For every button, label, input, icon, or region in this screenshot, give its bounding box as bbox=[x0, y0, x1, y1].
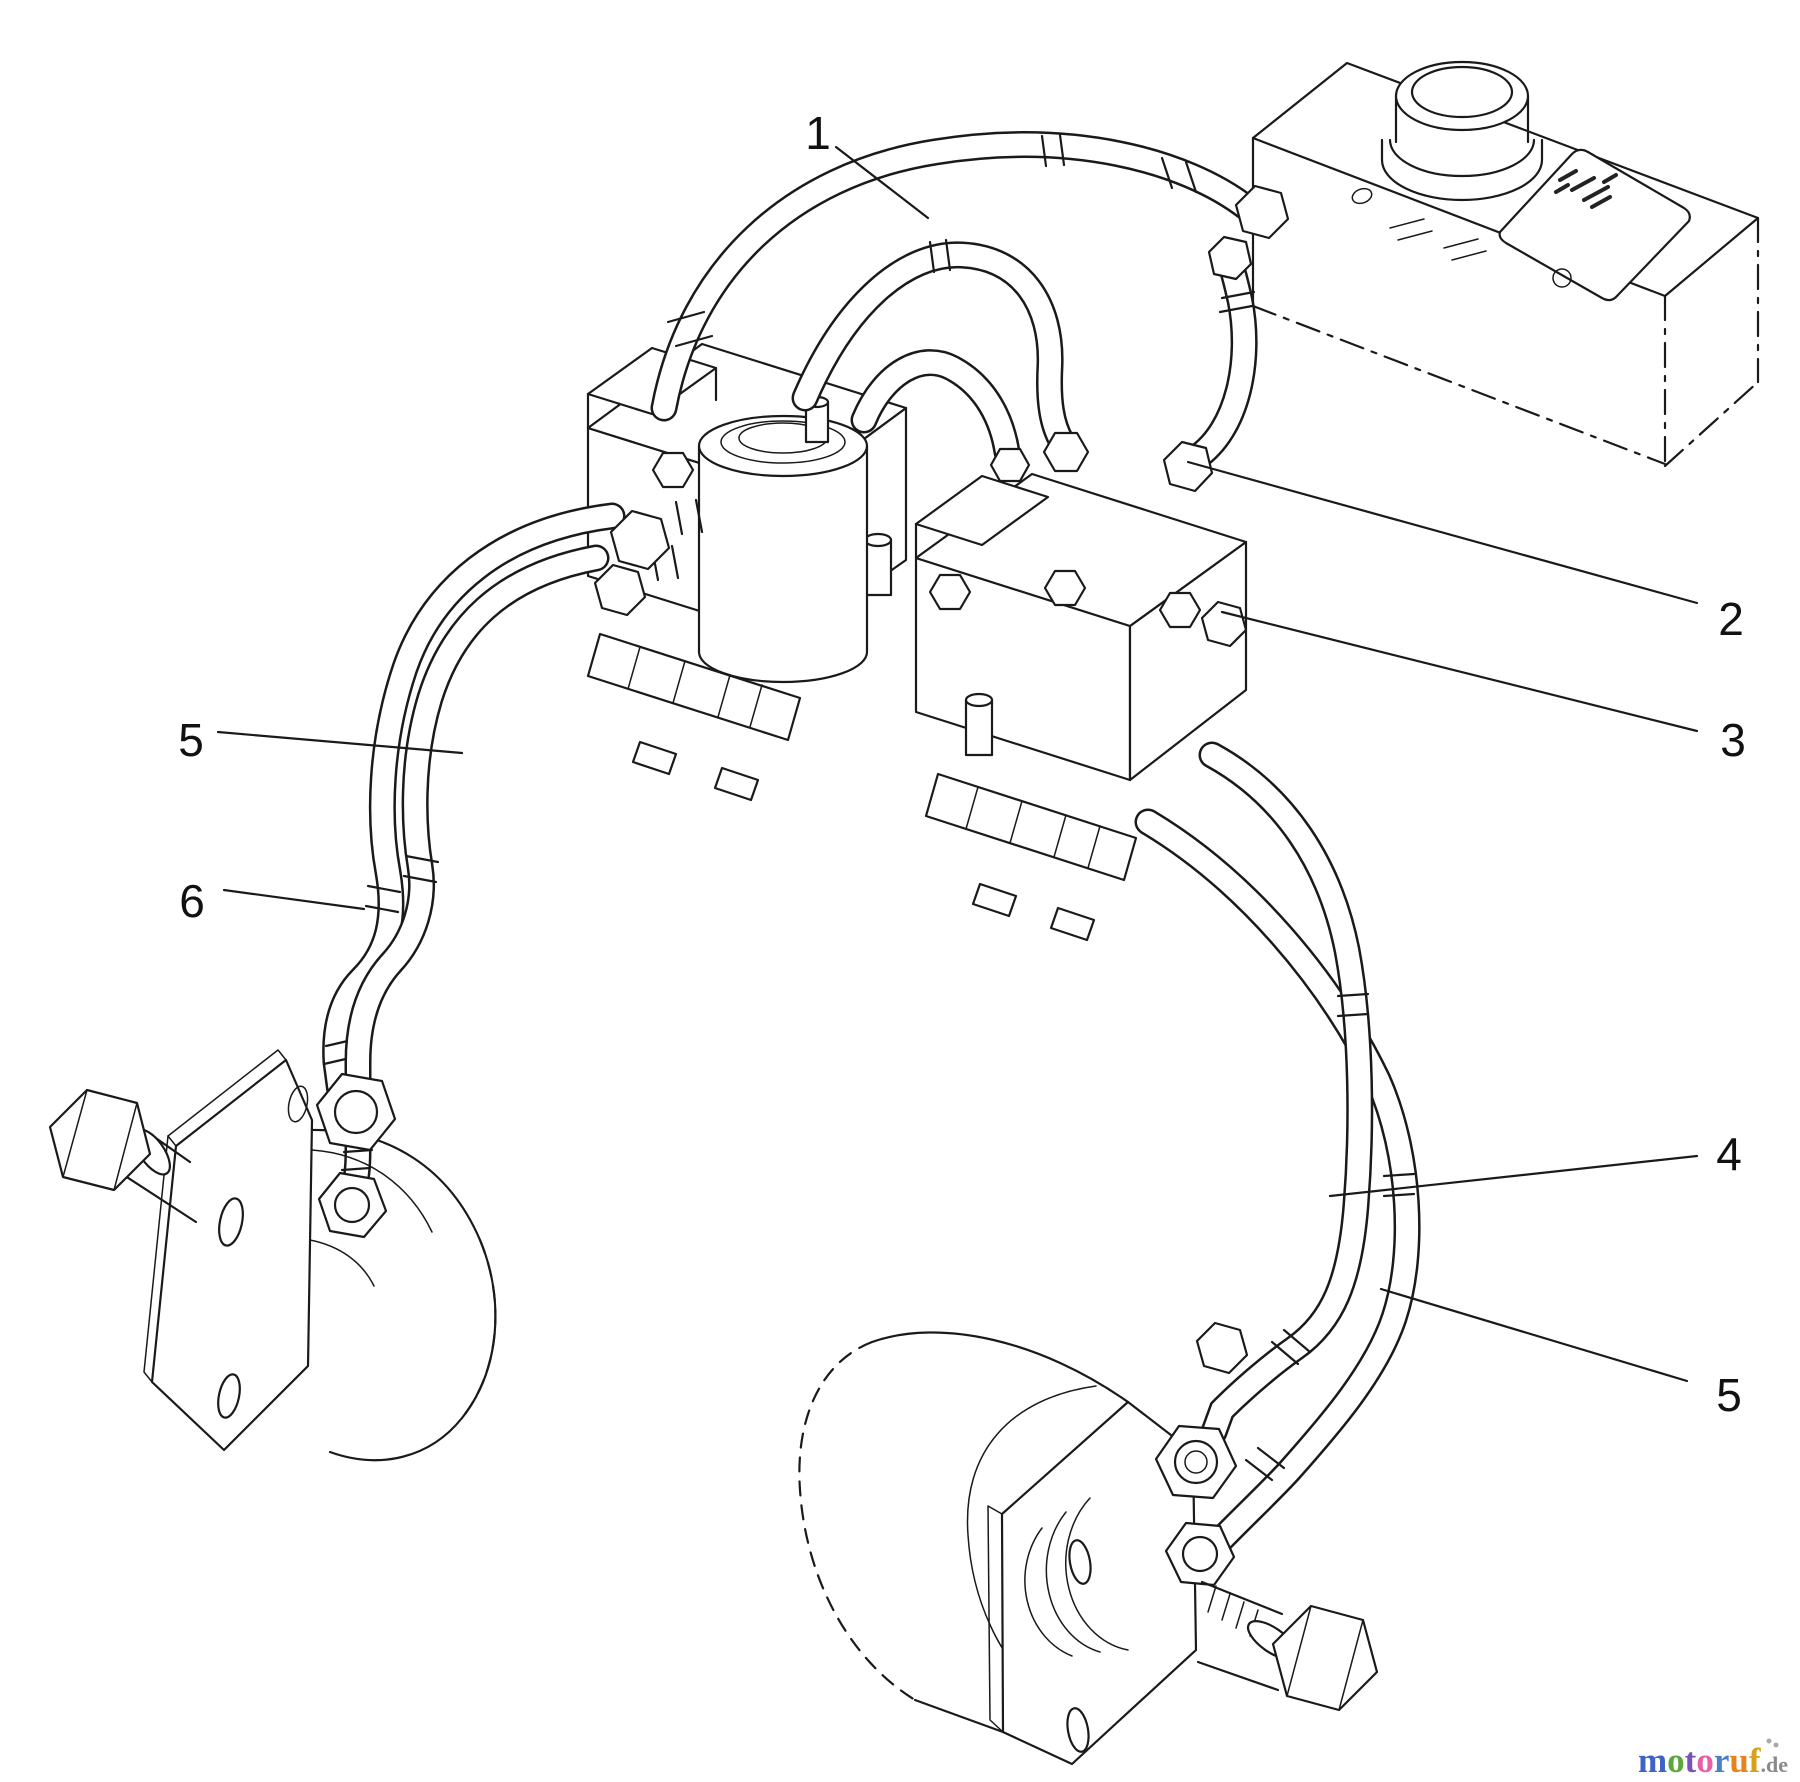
left-motor-port-hex bbox=[317, 1171, 388, 1239]
tank-upper-fitting-hex bbox=[1234, 184, 1290, 240]
callout-1: 1 bbox=[805, 107, 831, 159]
leader-1 bbox=[834, 145, 930, 220]
watermark-letter: t bbox=[1685, 1741, 1697, 1780]
watermark-letter: o bbox=[1667, 1741, 1685, 1780]
reservoir-tank bbox=[1251, 60, 1760, 468]
pump-fitting-hex bbox=[989, 447, 1031, 483]
watermark: motoruf.de bbox=[1638, 1738, 1788, 1780]
watermark-word: motoruf bbox=[1638, 1741, 1761, 1780]
callout-2: 2 bbox=[1718, 593, 1744, 645]
hex-bolt bbox=[928, 573, 972, 611]
filler-cap bbox=[1380, 60, 1544, 202]
hex-bolt bbox=[651, 451, 695, 489]
right-motor-port-hex bbox=[1164, 1521, 1236, 1587]
pump-fitting-hex bbox=[593, 563, 647, 617]
right-pump-fins bbox=[924, 772, 1138, 942]
tank-label-plate bbox=[1498, 148, 1691, 302]
hose-1-upper-arc bbox=[650, 131, 1261, 422]
motor-elbow-hex bbox=[1195, 1321, 1249, 1375]
watermark-letter: m bbox=[1638, 1741, 1667, 1780]
hose-5-left bbox=[322, 498, 704, 1106]
watermark-letter: u bbox=[1729, 1741, 1748, 1780]
leader-4 bbox=[1328, 1154, 1699, 1198]
hose-2-tank-return bbox=[1182, 248, 1258, 472]
oil-filter bbox=[697, 395, 869, 684]
shaft-hex-nut bbox=[1271, 1604, 1379, 1712]
tank-lower-fitting-hex bbox=[1207, 235, 1253, 281]
hex-bolt bbox=[1158, 591, 1202, 629]
elbow-fitting-hex bbox=[1162, 440, 1214, 493]
hose-crossover-a bbox=[791, 238, 1076, 456]
pump-fitting-hex bbox=[609, 509, 671, 571]
left-motor-port-hex bbox=[315, 1072, 397, 1152]
label-text-marks bbox=[1554, 169, 1618, 209]
hoses bbox=[322, 131, 1421, 1559]
left-wheel-motor bbox=[48, 1049, 497, 1462]
callout-6: 6 bbox=[179, 875, 205, 927]
hose-5-right bbox=[1134, 808, 1421, 1559]
center-dash-marks bbox=[1389, 218, 1487, 261]
leader-6 bbox=[222, 888, 366, 911]
hex-bolt bbox=[1043, 569, 1087, 607]
pump-fitting-hex bbox=[1042, 431, 1090, 473]
hose-4-long bbox=[1198, 741, 1374, 1446]
watermark-tm-dot bbox=[1766, 1738, 1772, 1744]
side-fitting-hex bbox=[1200, 600, 1248, 648]
callouts: 1 2 3 4 5 5 6 bbox=[178, 107, 1746, 1421]
hose-6-left-inner bbox=[338, 544, 680, 1210]
left-motor-flange bbox=[150, 1058, 314, 1452]
leader-2 bbox=[1186, 460, 1699, 605]
right-pump bbox=[914, 472, 1248, 942]
left-motor-shaft bbox=[48, 1088, 198, 1224]
fittings bbox=[593, 184, 1290, 1375]
watermark-tm-dot bbox=[1773, 1742, 1779, 1748]
right-motor-shaft bbox=[1196, 1580, 1379, 1712]
callout-5-right: 5 bbox=[1716, 1369, 1742, 1421]
leader-5-left bbox=[216, 730, 464, 755]
right-motor-port-hex bbox=[1154, 1424, 1238, 1500]
callout-4: 4 bbox=[1716, 1128, 1742, 1180]
watermark-suffix: .de bbox=[1760, 1752, 1788, 1777]
watermark-letter: o bbox=[1696, 1741, 1714, 1780]
watermark-letter: r bbox=[1714, 1741, 1730, 1780]
hose-crossover-b bbox=[850, 349, 1021, 466]
watermark-letter: f bbox=[1749, 1741, 1761, 1780]
callout-5-left: 5 bbox=[178, 714, 204, 766]
watermark-text: motoruf.de bbox=[1638, 1741, 1788, 1780]
shaft-hex-nut bbox=[48, 1088, 152, 1192]
right-wheel-motor bbox=[798, 1331, 1379, 1766]
leader-3 bbox=[1220, 610, 1699, 733]
leader-5-right bbox=[1379, 1287, 1689, 1383]
callout-3: 3 bbox=[1720, 714, 1746, 766]
